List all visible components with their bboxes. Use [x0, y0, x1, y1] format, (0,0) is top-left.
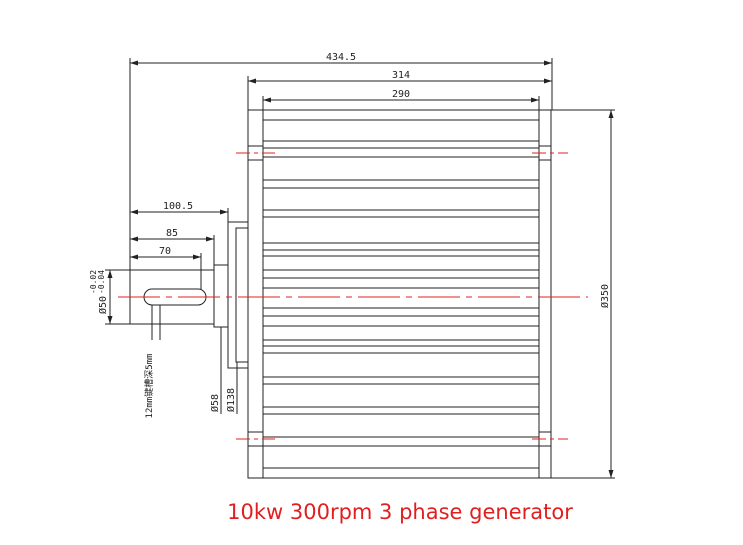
- keyway-note: 12mm键槽深5mm: [143, 354, 155, 419]
- dim-85-label: 85: [166, 228, 178, 239]
- dim-100-5-label: 100.5: [163, 201, 193, 212]
- centerlines: [118, 152, 588, 440]
- dim-shaft-tol-lower: -0.04: [97, 270, 106, 294]
- flange: [227, 221, 249, 369]
- dim-shaft-tol-upper: -0.02: [89, 270, 98, 294]
- dim-138-label: Ø138: [225, 388, 237, 412]
- dim-fins-label: 290: [392, 89, 410, 100]
- dim-350-label: Ø350: [599, 284, 611, 308]
- dim-58-label: Ø58: [209, 394, 221, 412]
- caption: 10kw 300rpm 3 phase generator: [227, 500, 573, 524]
- dim-housing-label: 314: [392, 70, 410, 81]
- shaft-shoulder: [213, 264, 229, 328]
- dim-shaft-label: Ø50: [97, 296, 109, 314]
- keyway: [143, 288, 207, 306]
- cooling-fins: [263, 119, 539, 469]
- housing-body: [247, 109, 552, 479]
- dim-70-label: 70: [159, 246, 171, 257]
- dim-overall-label: 434.5: [326, 52, 356, 63]
